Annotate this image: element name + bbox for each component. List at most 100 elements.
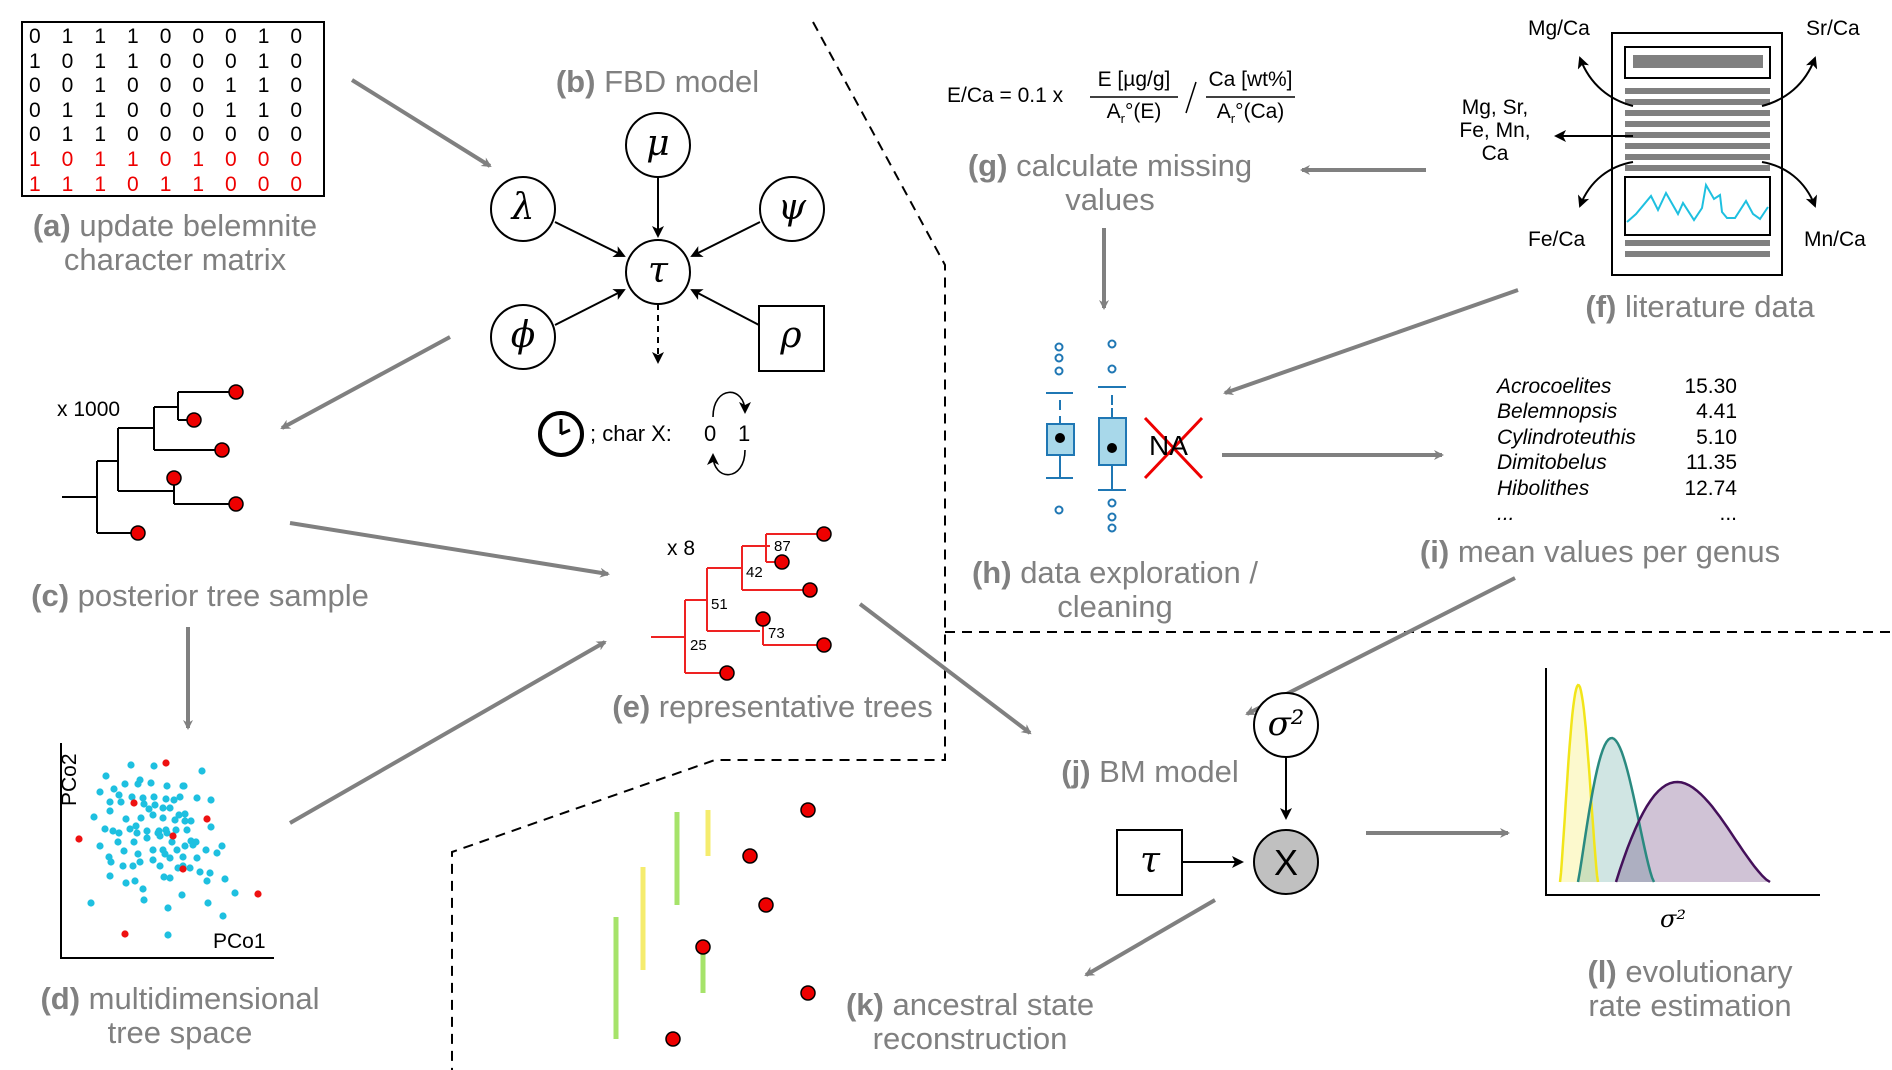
label-x: X — [1273, 842, 1298, 883]
arrow-mn-ca — [1761, 161, 1818, 208]
tip-node — [802, 582, 818, 598]
scatter-point — [129, 862, 137, 870]
arrow-c-to-e — [289, 521, 610, 578]
caption-d: (d) multidimensional tree space — [40, 981, 320, 1050]
text-line — [1625, 154, 1770, 160]
density-curve-1 — [1558, 683, 1600, 883]
scatter-point — [221, 875, 229, 883]
arrow-d-to-e — [289, 640, 607, 825]
scatter-point — [149, 811, 157, 819]
matrix-cell: 1 — [61, 123, 74, 147]
scatter-point — [110, 785, 118, 793]
genus-name: Cylindroteuthis — [1497, 425, 1636, 449]
label-phi: ϕ — [510, 315, 536, 356]
scatter-point — [120, 847, 128, 855]
scatter-point — [198, 767, 206, 775]
matrix-cell: 0 — [192, 25, 205, 48]
formula-num2: Ca [wt%] — [1208, 68, 1293, 91]
matrix-cell: 0 — [225, 147, 237, 171]
tree-space-plot — [60, 743, 274, 959]
genus-value: 5.10 — [1696, 425, 1737, 449]
scatter-point — [106, 807, 114, 815]
matrix-cell: 0 — [61, 74, 74, 98]
matrix-cell: 1 — [127, 147, 139, 171]
scatter-point-highlight — [75, 835, 83, 843]
matrix-cell: 0 — [290, 123, 303, 147]
edge-phi-tau — [554, 289, 626, 326]
scatter-point — [175, 811, 183, 819]
matrix-cell: 0 — [61, 147, 74, 171]
scatter-point — [107, 858, 115, 866]
node-x — [1253, 829, 1319, 895]
scatter-point — [183, 826, 191, 834]
label-mu: μ — [646, 123, 670, 164]
caption-c: (c) posterior tree sample — [31, 578, 369, 613]
node-psi — [759, 176, 825, 242]
arrow-mg-ca — [1577, 56, 1634, 107]
scatter-point — [134, 850, 142, 858]
scatter-point — [159, 814, 167, 822]
edge-rho-tau — [690, 289, 760, 326]
scatter-point — [206, 869, 214, 877]
scatter-point — [101, 825, 109, 833]
scatter-point — [179, 853, 187, 861]
scatter-point — [106, 872, 114, 880]
scatter-point — [145, 805, 153, 813]
matrix-cell: 1 — [257, 74, 270, 98]
scatter-point — [137, 814, 145, 822]
text-line — [1625, 143, 1770, 149]
scatter-point-highlight — [130, 799, 138, 807]
edge-psi-tau — [690, 221, 761, 257]
scatter-point — [147, 779, 155, 787]
tip-node — [166, 470, 182, 486]
matrix-cell: 0 — [127, 172, 139, 196]
scatter-points — [75, 759, 262, 939]
clock-hands — [559, 419, 571, 436]
ratio-mn-ca: Mn/Ca — [1804, 228, 1866, 251]
caption-f: (f) literature data — [1585, 289, 1815, 324]
matrix-cell: 1 — [29, 49, 41, 73]
matrix-cell: 1 — [159, 172, 172, 196]
text-line — [1625, 240, 1770, 246]
scatter-point — [173, 846, 181, 854]
matrix-cell: 0 — [290, 98, 303, 122]
genus-name: Hibolithes — [1497, 476, 1590, 500]
scatter-point — [126, 825, 134, 833]
scatter-point — [115, 829, 123, 837]
matrix-cell: 0 — [290, 25, 303, 48]
ancestral-state-tree — [613, 807, 808, 1042]
tip-node — [719, 665, 735, 681]
scatter-axes — [60, 743, 274, 959]
matrix-cell: 1 — [127, 49, 139, 73]
caption-i: (i) mean values per genus — [1419, 534, 1781, 569]
support-25: 25 — [690, 637, 707, 654]
ancestral-tree-tips — [665, 802, 816, 1047]
scatter-point — [166, 854, 174, 862]
matrix-cell: 0 — [29, 25, 41, 48]
arrow-b-to-c — [280, 335, 451, 430]
scatter-point — [207, 796, 215, 804]
text-line — [1625, 251, 1770, 257]
boxplots — [1046, 339, 1204, 533]
caption-h: (h) data exploration / cleaning — [971, 555, 1259, 624]
ratio-sr-ca: Sr/Ca — [1806, 17, 1860, 40]
scatter-point — [106, 798, 114, 806]
tip-node — [816, 526, 832, 542]
scatter-point — [202, 846, 210, 854]
matrix-cell: 1 — [61, 25, 74, 48]
scatter-point — [159, 804, 167, 812]
edge-lambda-tau — [554, 221, 626, 257]
scatter-point — [218, 842, 226, 850]
representative-tree-tips — [719, 526, 832, 681]
scatter-point — [180, 782, 188, 790]
caption-l: (l) evolutionary rate estimation — [1587, 954, 1793, 1023]
caption-e: (e) representative trees — [612, 689, 933, 724]
matrix-cell: 0 — [29, 98, 41, 122]
scatter-point — [163, 782, 171, 790]
